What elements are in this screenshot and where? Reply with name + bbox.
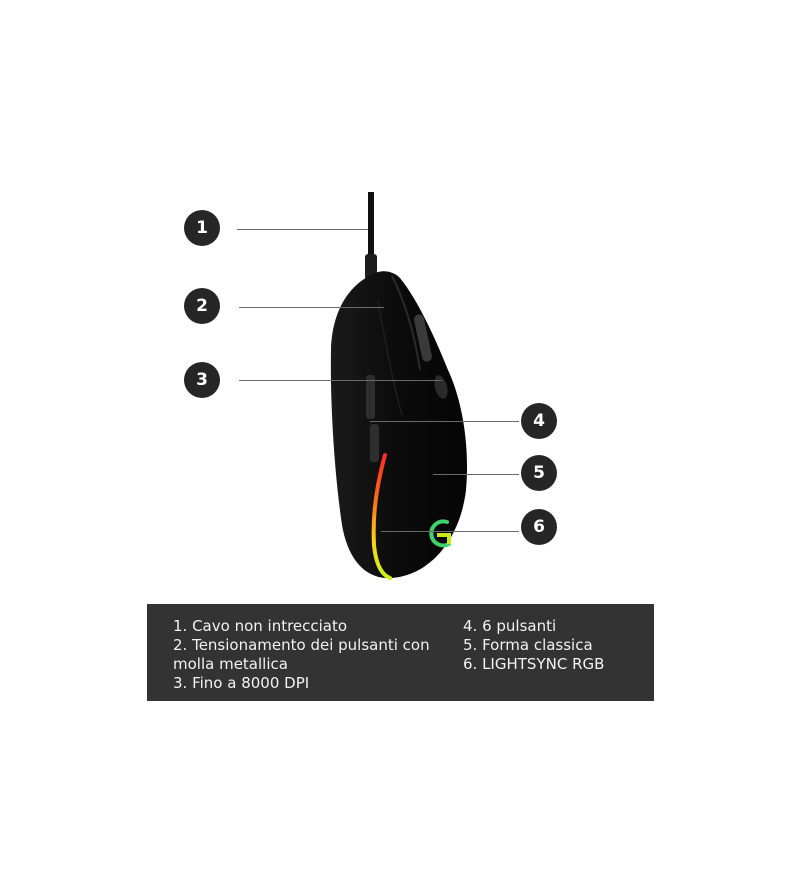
logitech-g-logo (429, 519, 451, 548)
leader-line-2 (239, 307, 384, 308)
legend-item-2: 2. Tensionamento dei pulsanti con molla … (173, 636, 430, 673)
leader-line-1 (237, 229, 368, 230)
callout-3: 3 (184, 362, 220, 398)
callout-2: 2 (184, 288, 220, 324)
cable (368, 192, 374, 258)
side-button-back (370, 424, 379, 462)
legend-item-6: 6. LIGHTSYNC RGB (463, 655, 605, 673)
callout-1: 1 (184, 210, 220, 246)
feature-legend: 1. Cavo non intrecciato 2. Tensionamento… (147, 604, 654, 701)
legend-column-left: 1. Cavo non intrecciato 2. Tensionamento… (173, 617, 463, 701)
button-seam (391, 275, 421, 371)
legend-item-4: 4. 6 pulsanti (463, 617, 557, 635)
rgb-light-strip (371, 453, 392, 580)
side-button-front (366, 375, 375, 419)
scroll-wheel (414, 314, 432, 362)
legend-item-3: 3. Fino a 8000 DPI (173, 674, 310, 692)
cable-strain-relief (365, 254, 377, 280)
dpi-button (434, 375, 448, 399)
leader-line-5 (433, 474, 519, 475)
callout-5: 5 (521, 455, 557, 491)
mouse-body (330, 271, 468, 579)
leader-line-4 (370, 421, 519, 422)
button-edge (377, 299, 403, 416)
legend-item-5: 5. Forma classica (463, 636, 593, 654)
legend-column-right: 4. 6 pulsanti 5. Forma classica 6. LIGHT… (463, 617, 634, 701)
leader-line-6 (381, 531, 519, 532)
callout-6: 6 (521, 509, 557, 545)
callout-4: 4 (521, 403, 557, 439)
leader-line-3 (239, 380, 442, 381)
legend-item-1: 1. Cavo non intrecciato (173, 617, 348, 635)
